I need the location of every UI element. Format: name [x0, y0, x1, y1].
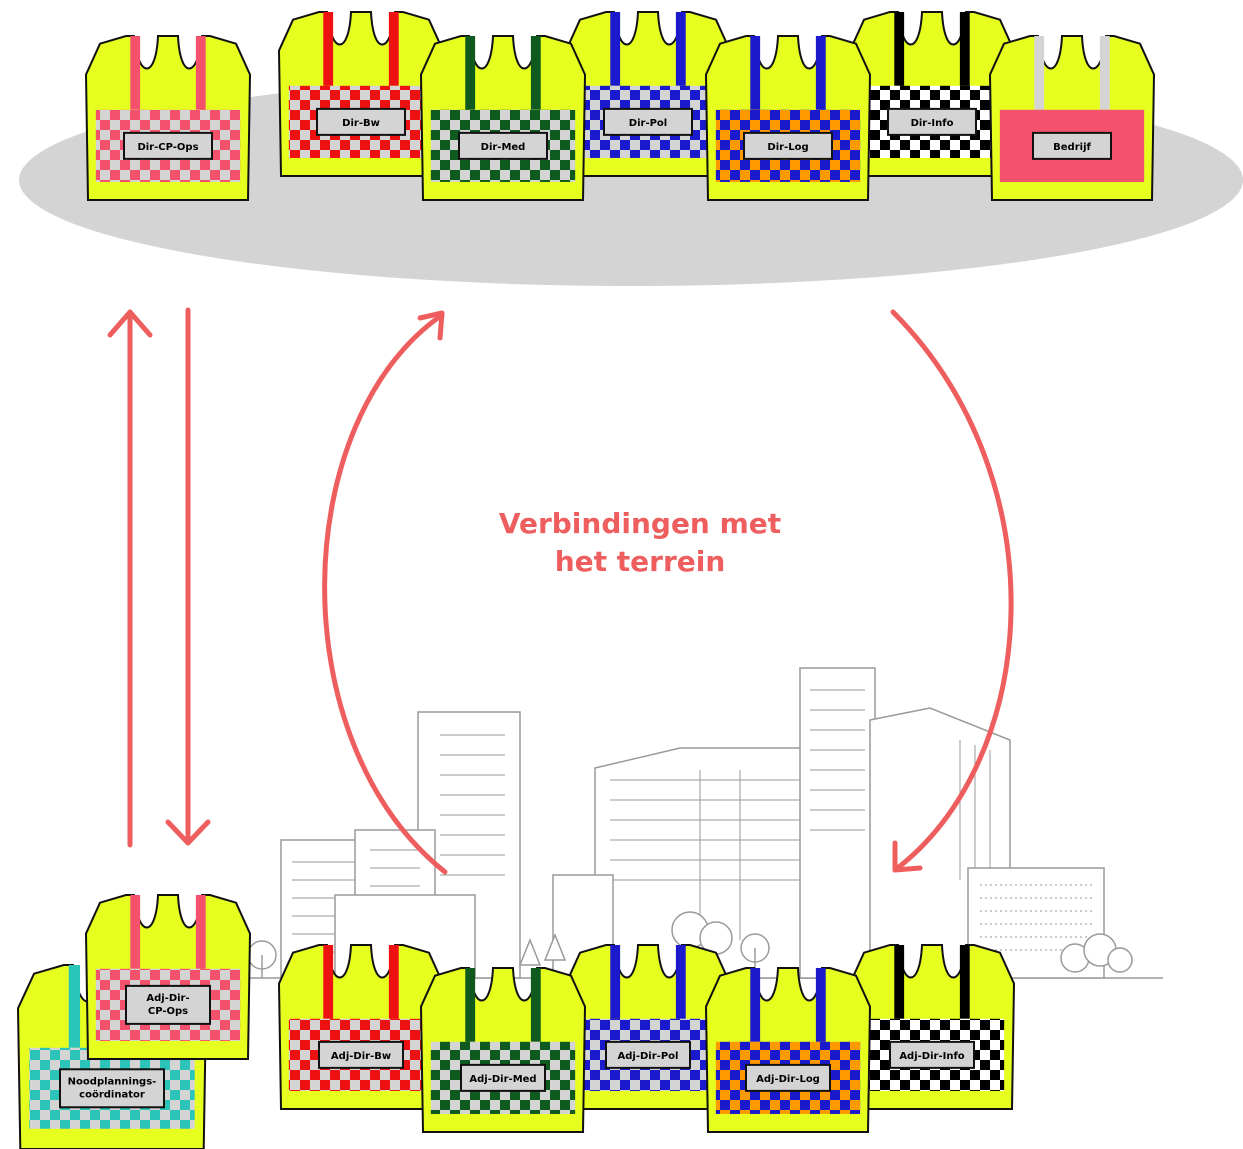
vest-label: Dir-Log — [767, 142, 808, 153]
vest-label: Dir-Bw — [342, 118, 380, 129]
vest-bedrijf: Bedrijf — [988, 35, 1156, 201]
caption-line-1: Verbindingen met — [498, 507, 782, 540]
vest-dir-pol: Dir-Pol — [564, 11, 732, 177]
vest-adj-dir-bw: Adj-Dir-Bw — [277, 944, 445, 1110]
vest-label: Adj-Dir-Med — [469, 1074, 536, 1085]
vest-adj-dir-pol: Adj-Dir-Pol — [564, 944, 732, 1110]
vest-dir-med: Dir-Med — [419, 35, 587, 201]
vest-strap-right — [195, 36, 206, 110]
vest-strap-right — [530, 968, 541, 1042]
vest-strap-right — [959, 945, 970, 1019]
connections-caption: Verbindingen met het terrein — [440, 505, 840, 581]
vest-strap-left — [894, 945, 905, 1019]
vest-label-box — [603, 107, 693, 136]
arc-arrow-down — [890, 309, 1014, 873]
vest-label: Dir-Pol — [629, 118, 667, 129]
vest-strap-right — [815, 36, 826, 110]
vest-strap-right — [815, 968, 826, 1042]
arrow-up-left — [107, 309, 153, 848]
vest-label-box — [745, 1063, 831, 1092]
vest-label-box — [125, 984, 211, 1025]
vest-label: Adj-Dir-Pol — [618, 1051, 679, 1062]
vest-label-box — [460, 1063, 546, 1092]
vest-label-box — [59, 1068, 165, 1109]
arrow-down-left — [165, 307, 211, 846]
vest-label: Adj-Dir- — [146, 993, 189, 1004]
vest-strap-left — [130, 36, 141, 110]
vest-strap-right — [675, 12, 686, 86]
field-vests-group: Noodplannings-coördinatorAdj-Dir-CP-OpsA… — [16, 894, 1016, 1149]
vest-label: Adj-Dir-Log — [756, 1074, 820, 1085]
vest-label: Dir-CP-Ops — [137, 142, 198, 153]
vest-strap-left — [323, 945, 334, 1019]
vest-dir-log: Dir-Log — [704, 35, 872, 201]
vest-dir-info: Dir-Info — [848, 11, 1016, 177]
vest-strap-left — [130, 895, 141, 969]
caption-line-2: het terrein — [554, 545, 726, 578]
vest-label-box — [316, 107, 406, 136]
vest-strap-left — [465, 36, 476, 110]
vest-strap-right — [675, 945, 686, 1019]
vest-strap-right — [530, 36, 541, 110]
vest-strap-right — [1099, 36, 1110, 110]
vest-label-box — [889, 1040, 975, 1069]
vest-strap-left — [894, 12, 905, 86]
vest-label: Adj-Dir-Info — [899, 1051, 964, 1062]
connection-arrows — [107, 307, 1014, 875]
city-skyline-illustration — [230, 667, 1163, 979]
vest-label-box — [458, 131, 548, 160]
vest-label: Bedrijf — [1053, 142, 1091, 153]
vest-label: Dir-Med — [481, 142, 526, 153]
vest-strap-left — [465, 968, 476, 1042]
vest-label: Dir-Info — [911, 118, 954, 129]
vest-strap-left — [750, 36, 761, 110]
vest-label: Adj-Dir-Bw — [331, 1051, 391, 1062]
vest-strap-right — [388, 12, 399, 86]
vest-adj-dir-info: Adj-Dir-Info — [848, 944, 1016, 1110]
vest-adj-dir-log: Adj-Dir-Log — [704, 967, 872, 1133]
vest-strap-right — [388, 945, 399, 1019]
vest-adj-dir-med: Adj-Dir-Med — [419, 967, 587, 1133]
vest-strap-left — [750, 968, 761, 1042]
vest-strap-left — [610, 12, 621, 86]
vest-adj-dir-cp-ops: Adj-Dir- CP-Ops — [84, 894, 252, 1060]
vest-label: Noodplannings- — [68, 1076, 157, 1087]
vest-label: CP-Ops — [148, 1006, 188, 1017]
vest-strap-left — [1034, 36, 1045, 110]
vest-strap-right — [195, 895, 206, 969]
vest-strap-right — [959, 12, 970, 86]
vest-label-box — [605, 1040, 691, 1069]
vest-label: coördinator — [79, 1089, 145, 1100]
vest-label-box — [743, 131, 833, 160]
vest-strap-left — [610, 945, 621, 1019]
vest-label-box — [1032, 131, 1112, 160]
vest-dir-cp-ops: Dir-CP-Ops — [84, 35, 252, 201]
vest-label-box — [123, 131, 213, 160]
vest-label-box — [887, 107, 977, 136]
vest-strap-left — [323, 12, 334, 86]
vest-strap-left — [68, 965, 81, 1048]
arc-arrow-up — [322, 310, 448, 875]
vest-dir-bw: Dir-Bw — [277, 11, 445, 177]
vest-label-box — [318, 1040, 404, 1069]
